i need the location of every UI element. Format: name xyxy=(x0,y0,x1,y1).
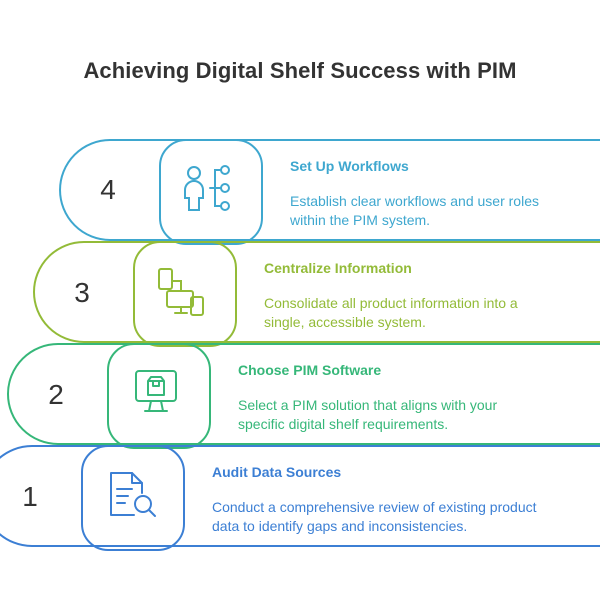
step-2-heading: Choose PIM Software xyxy=(238,362,382,378)
diagram-title: Achieving Digital Shelf Success with PIM xyxy=(83,58,517,83)
step-2-description: Select a PIM solution that aligns with y… xyxy=(238,397,498,432)
workflow-user-icon xyxy=(184,165,230,211)
step-3-description: Consolidate all product information into… xyxy=(264,295,518,330)
step-1-heading: Audit Data Sources xyxy=(212,464,342,480)
monitor-box-icon xyxy=(135,370,177,412)
step-4-shape xyxy=(59,139,600,245)
step-4-number: 4 xyxy=(100,174,116,205)
step-3-shape xyxy=(33,241,600,347)
document-search-icon xyxy=(110,472,156,517)
step-1-number: 1 xyxy=(22,481,38,512)
step-1-description: Conduct a comprehensive review of existi… xyxy=(212,499,537,534)
step-2-number: 2 xyxy=(48,379,64,410)
step-3-number: 3 xyxy=(74,277,90,308)
step-2-shape xyxy=(7,343,600,449)
devices-icon xyxy=(158,268,204,316)
step-4-description: Establish clear workflows and user roles… xyxy=(290,193,539,228)
step-4-heading: Set Up Workflows xyxy=(290,158,409,174)
step-3-heading: Centralize Information xyxy=(264,260,412,276)
step-1-shape xyxy=(0,445,600,551)
